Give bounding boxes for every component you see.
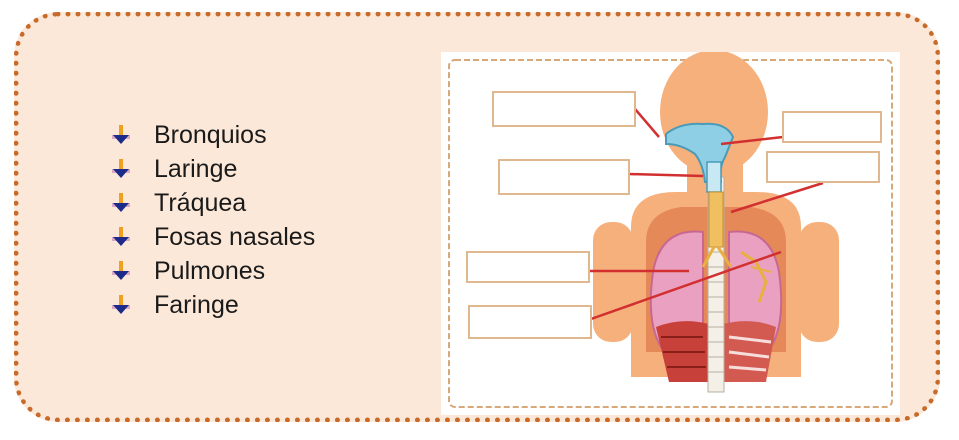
- word-bank-label: Tráquea: [154, 189, 246, 218]
- word-bank-label: Fosas nasales: [154, 223, 315, 252]
- arrow-down-bullet-icon: [110, 124, 132, 146]
- word-bank-label: Faringe: [154, 291, 239, 320]
- word-bank-item: Fosas nasales: [110, 220, 315, 254]
- arrow-down-bullet-icon: [110, 158, 132, 180]
- word-bank-label: Bronquios: [154, 121, 267, 150]
- label-box[interactable]: [469, 306, 591, 338]
- label-box[interactable]: [783, 112, 881, 142]
- respiratory-system-illustration: [441, 52, 900, 415]
- word-bank-list: Bronquios Laringe Tráquea Fosas nasales: [110, 118, 315, 322]
- word-bank-item: Laringe: [110, 152, 315, 186]
- word-bank-label: Laringe: [154, 155, 237, 184]
- label-box[interactable]: [767, 152, 879, 182]
- word-bank-item: Tráquea: [110, 186, 315, 220]
- arrow-down-bullet-icon: [110, 260, 132, 282]
- word-bank-label: Pulmones: [154, 257, 265, 286]
- label-box[interactable]: [467, 252, 589, 282]
- label-box[interactable]: [493, 92, 635, 126]
- arrow-down-bullet-icon: [110, 294, 132, 316]
- word-bank-item: Pulmones: [110, 254, 315, 288]
- word-bank-item: Bronquios: [110, 118, 315, 152]
- label-box[interactable]: [499, 160, 629, 194]
- arrow-down-bullet-icon: [110, 226, 132, 248]
- arrow-down-bullet-icon: [110, 192, 132, 214]
- respiratory-system-figure: [441, 52, 900, 415]
- word-bank-item: Faringe: [110, 288, 315, 322]
